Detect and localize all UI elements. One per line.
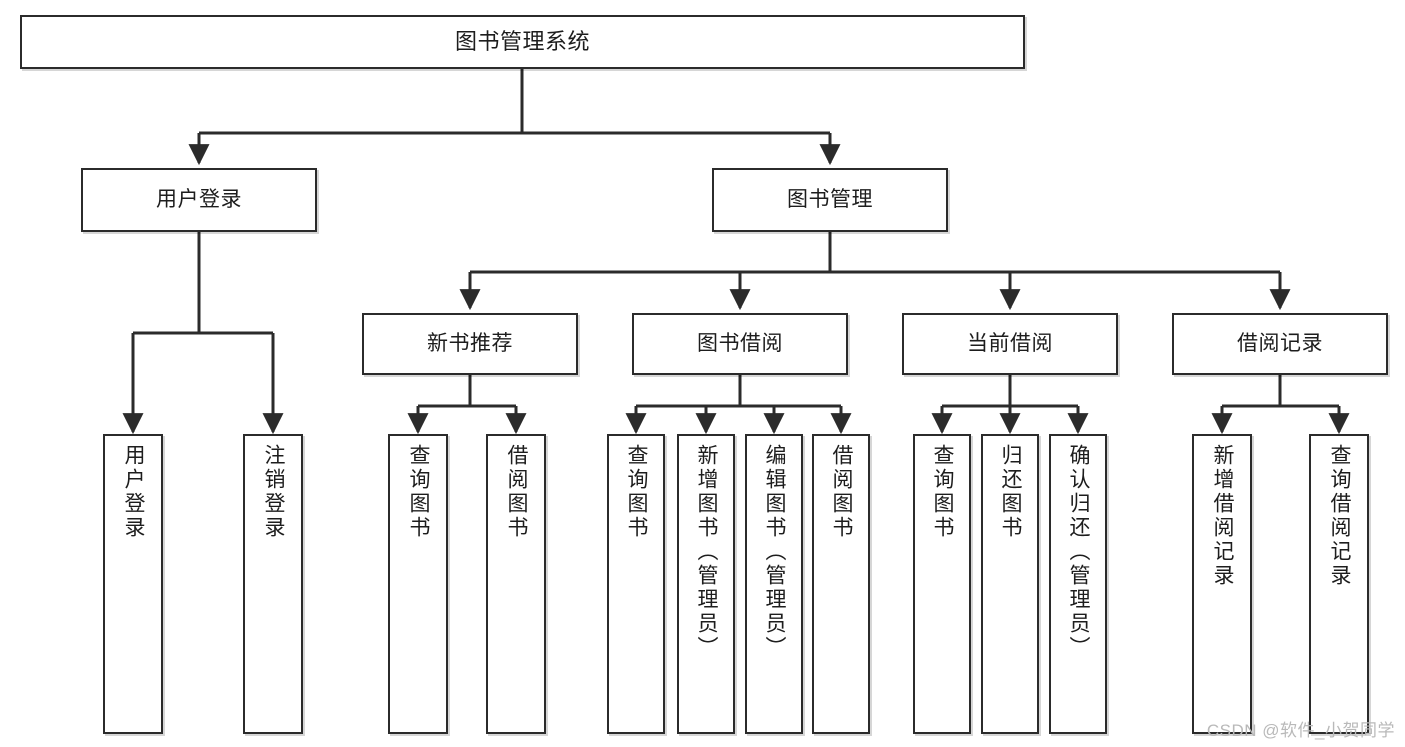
node-label: 查询图书: [407, 444, 431, 540]
node-label: 新增借阅记录: [1211, 444, 1235, 588]
node-label: 借阅图书: [830, 444, 854, 540]
node-label: 用户登录: [122, 444, 146, 540]
node-label: 图书借阅: [697, 331, 783, 355]
node-book-borrow[interactable]: 图书借阅: [632, 313, 848, 375]
leaf-current-borrow-query-books[interactable]: 查询图书: [913, 434, 971, 734]
node-label: 归还图书: [999, 444, 1023, 540]
leaf-book-borrow-borrow-books[interactable]: 借阅图书: [812, 434, 870, 734]
leaf-book-borrow-edit-book-admin[interactable]: 编辑图书（管理员）: [745, 434, 803, 734]
leaf-user-login-logout[interactable]: 注销登录: [243, 434, 303, 734]
leaf-borrow-record-query-record[interactable]: 查询借阅记录: [1309, 434, 1369, 734]
node-root-book-management-system[interactable]: 图书管理系统: [20, 15, 1025, 69]
node-label: 查询借阅记录: [1328, 444, 1352, 588]
leaf-current-borrow-return-books[interactable]: 归还图书: [981, 434, 1039, 734]
leaf-new-book-borrow-books[interactable]: 借阅图书: [486, 434, 546, 734]
node-label: 当前借阅: [967, 331, 1053, 355]
leaf-borrow-record-add-record[interactable]: 新增借阅记录: [1192, 434, 1252, 734]
leaf-new-book-query-books[interactable]: 查询图书: [388, 434, 448, 734]
leaf-book-borrow-query-books[interactable]: 查询图书: [607, 434, 665, 734]
node-new-book-recommend[interactable]: 新书推荐: [362, 313, 578, 375]
node-label: 借阅记录: [1237, 331, 1323, 355]
watermark-csdn: CSDN @软件_小贺同学: [1206, 721, 1395, 740]
leaf-current-borrow-confirm-return-admin[interactable]: 确认归还（管理员）: [1049, 434, 1107, 734]
node-label: 借阅图书: [505, 444, 529, 540]
leaf-book-borrow-add-book-admin[interactable]: 新增图书（管理员）: [677, 434, 735, 734]
node-label: 新增图书（管理员）: [695, 444, 719, 660]
node-label: 新书推荐: [427, 331, 513, 355]
node-label: 图书管理: [787, 187, 873, 211]
node-borrow-record[interactable]: 借阅记录: [1172, 313, 1388, 375]
node-label: 用户登录: [156, 187, 242, 211]
node-label: 注销登录: [262, 444, 286, 540]
node-label: 确认归还（管理员）: [1067, 444, 1091, 660]
node-user-login[interactable]: 用户登录: [81, 168, 317, 232]
node-book-management[interactable]: 图书管理: [712, 168, 948, 232]
node-label: 图书管理系统: [454, 28, 590, 54]
node-current-borrow[interactable]: 当前借阅: [902, 313, 1118, 375]
leaf-user-login-login[interactable]: 用户登录: [103, 434, 163, 734]
node-label: 查询图书: [931, 444, 955, 540]
node-label: 编辑图书（管理员）: [763, 444, 787, 660]
node-label: 查询图书: [625, 444, 649, 540]
